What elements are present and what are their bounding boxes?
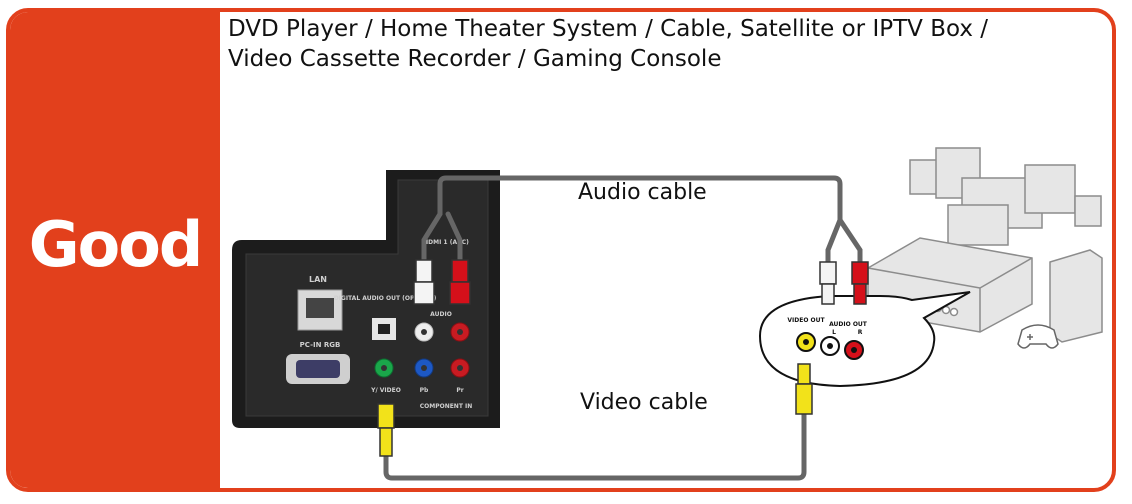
pr-label: Pr	[456, 387, 463, 394]
title-line-1: DVD Player / Home Theater System / Cable…	[228, 16, 989, 42]
tv-video-plug	[377, 403, 395, 457]
speaker-small-3	[1074, 195, 1102, 227]
lan-label: LAN	[309, 275, 327, 284]
device-connector-callout: VIDEO OUT AUDIO OUT L R	[758, 291, 971, 388]
video-out-label: VIDEO OUT	[787, 317, 825, 324]
y-video-label: Y/ VIDEO	[370, 387, 401, 394]
hdmi-label: HDMI 1 (ARC)	[423, 239, 469, 246]
gamepad-icon	[1017, 324, 1059, 349]
device-video-plug	[795, 363, 813, 415]
audio-l-label: L	[832, 329, 836, 336]
audio-cable	[421, 175, 863, 267]
speaker-tall	[1024, 164, 1076, 214]
device-audio-plugs	[819, 261, 869, 305]
audio-r-label: R	[858, 329, 863, 336]
tv-audio-plugs	[413, 259, 471, 305]
rating-side-panel: Good	[10, 12, 220, 488]
digital-audio-label: DIGITAL AUDIO OUT (OPTICAL)	[334, 295, 437, 302]
subwoofer	[947, 204, 1009, 246]
audio-label: AUDIO	[430, 311, 452, 318]
title-line-2: Video Cassette Recorder / Gaming Console	[228, 46, 722, 72]
rating-label: Good	[28, 208, 203, 281]
video-cable-label: Video cable	[580, 390, 708, 415]
audio-out-label: AUDIO OUT	[829, 321, 868, 328]
speaker-small-1	[909, 159, 941, 195]
video-cable	[383, 409, 807, 481]
pb-label: Pb	[420, 387, 429, 394]
pc-in-label: PC-IN RGB	[300, 341, 341, 349]
audio-cable-label: Audio cable	[578, 180, 707, 205]
speaker-right	[1049, 249, 1103, 343]
page-title: DVD Player / Home Theater System / Cable…	[228, 14, 988, 74]
component-label: COMPONENT IN	[420, 403, 473, 410]
